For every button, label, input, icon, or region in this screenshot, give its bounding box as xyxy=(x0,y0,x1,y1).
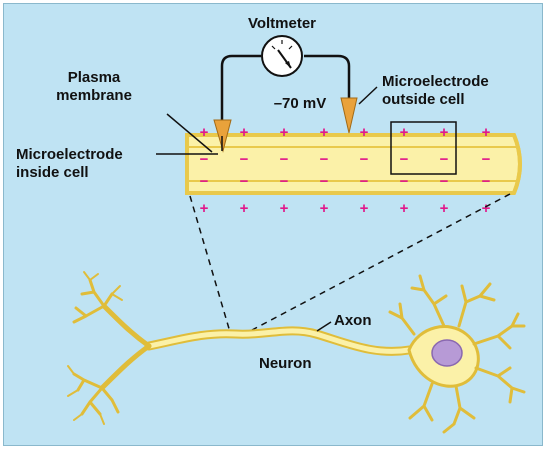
negative-charge: − xyxy=(320,173,329,190)
negative-charge: − xyxy=(482,151,491,168)
negative-charge: − xyxy=(200,173,209,190)
negative-charge: − xyxy=(320,151,329,168)
negative-charge: − xyxy=(440,151,449,168)
positive-charge: + xyxy=(400,124,409,141)
membrane-potential-diagram: + + + + + + + + + + + + + + + + − − − − − − − − − − − − − − − − xyxy=(16,15,526,434)
voltmeter-wire-right xyxy=(304,54,351,100)
negative-charge: − xyxy=(440,173,449,190)
negative-charge: − xyxy=(360,151,369,168)
positive-charge: + xyxy=(240,124,249,141)
inside-charges-top: −−−−−−−− xyxy=(200,151,491,168)
electrode-outside xyxy=(340,97,358,134)
positive-charge: + xyxy=(482,124,491,141)
negative-charge: − xyxy=(240,173,249,190)
outside-electrode-label-line1: Microelectrode xyxy=(382,73,489,90)
positive-charge: + xyxy=(240,200,249,217)
axon-leader xyxy=(316,321,332,332)
positive-charge: + xyxy=(280,124,289,141)
zoom-line-right xyxy=(251,193,511,331)
outside-electrode-leader xyxy=(358,86,378,105)
inside-electrode-label-line1: Microelectrode xyxy=(16,146,123,163)
positive-charge: + xyxy=(400,200,409,217)
positive-charge: + xyxy=(440,200,449,217)
plasma-membrane-leader xyxy=(166,113,213,153)
axon-label: Axon xyxy=(334,312,372,329)
positive-charge: + xyxy=(320,200,329,217)
voltage-reading: –70 mV xyxy=(274,95,327,112)
neuron-label: Neuron xyxy=(259,355,312,372)
inside-charges-bottom: −−−−−−−− xyxy=(200,173,491,190)
positive-charge: + xyxy=(320,124,329,141)
negative-charge: − xyxy=(400,151,409,168)
outside-charges-top: + + + + + + + + xyxy=(200,124,491,141)
negative-charge: − xyxy=(280,151,289,168)
positive-charge: + xyxy=(200,200,209,217)
outside-charges-bottom: + + + + + + + + xyxy=(200,200,491,217)
nucleus xyxy=(431,339,463,367)
positive-charge: + xyxy=(200,124,209,141)
voltmeter-label: Voltmeter xyxy=(248,15,316,32)
plasma-membrane-label-line2: membrane xyxy=(56,87,132,104)
voltmeter-dial xyxy=(261,35,303,77)
negative-charge: − xyxy=(482,173,491,190)
positive-charge: + xyxy=(360,200,369,217)
diagram-canvas: + + + + + + + + + + + + + + + + − − − − − − − − − − − − − − − − xyxy=(3,3,543,446)
highlight-box xyxy=(390,121,457,175)
negative-charge: − xyxy=(360,173,369,190)
outside-electrode-label-line2: outside cell xyxy=(382,91,465,108)
positive-charge: + xyxy=(482,200,491,217)
plasma-membrane-label-line1: Plasma xyxy=(68,69,121,86)
positive-charge: + xyxy=(280,200,289,217)
negative-charge: − xyxy=(400,173,409,190)
positive-charge: + xyxy=(440,124,449,141)
electrode-inside xyxy=(213,119,232,153)
negative-charge: − xyxy=(240,151,249,168)
negative-charge: − xyxy=(280,173,289,190)
zoom-line-left xyxy=(189,195,231,333)
axon-segment xyxy=(185,133,522,195)
positive-charge: + xyxy=(360,124,369,141)
inside-electrode-label-line2: inside cell xyxy=(16,164,89,181)
negative-charge: − xyxy=(200,151,209,168)
voltmeter-wire-left xyxy=(220,54,261,122)
